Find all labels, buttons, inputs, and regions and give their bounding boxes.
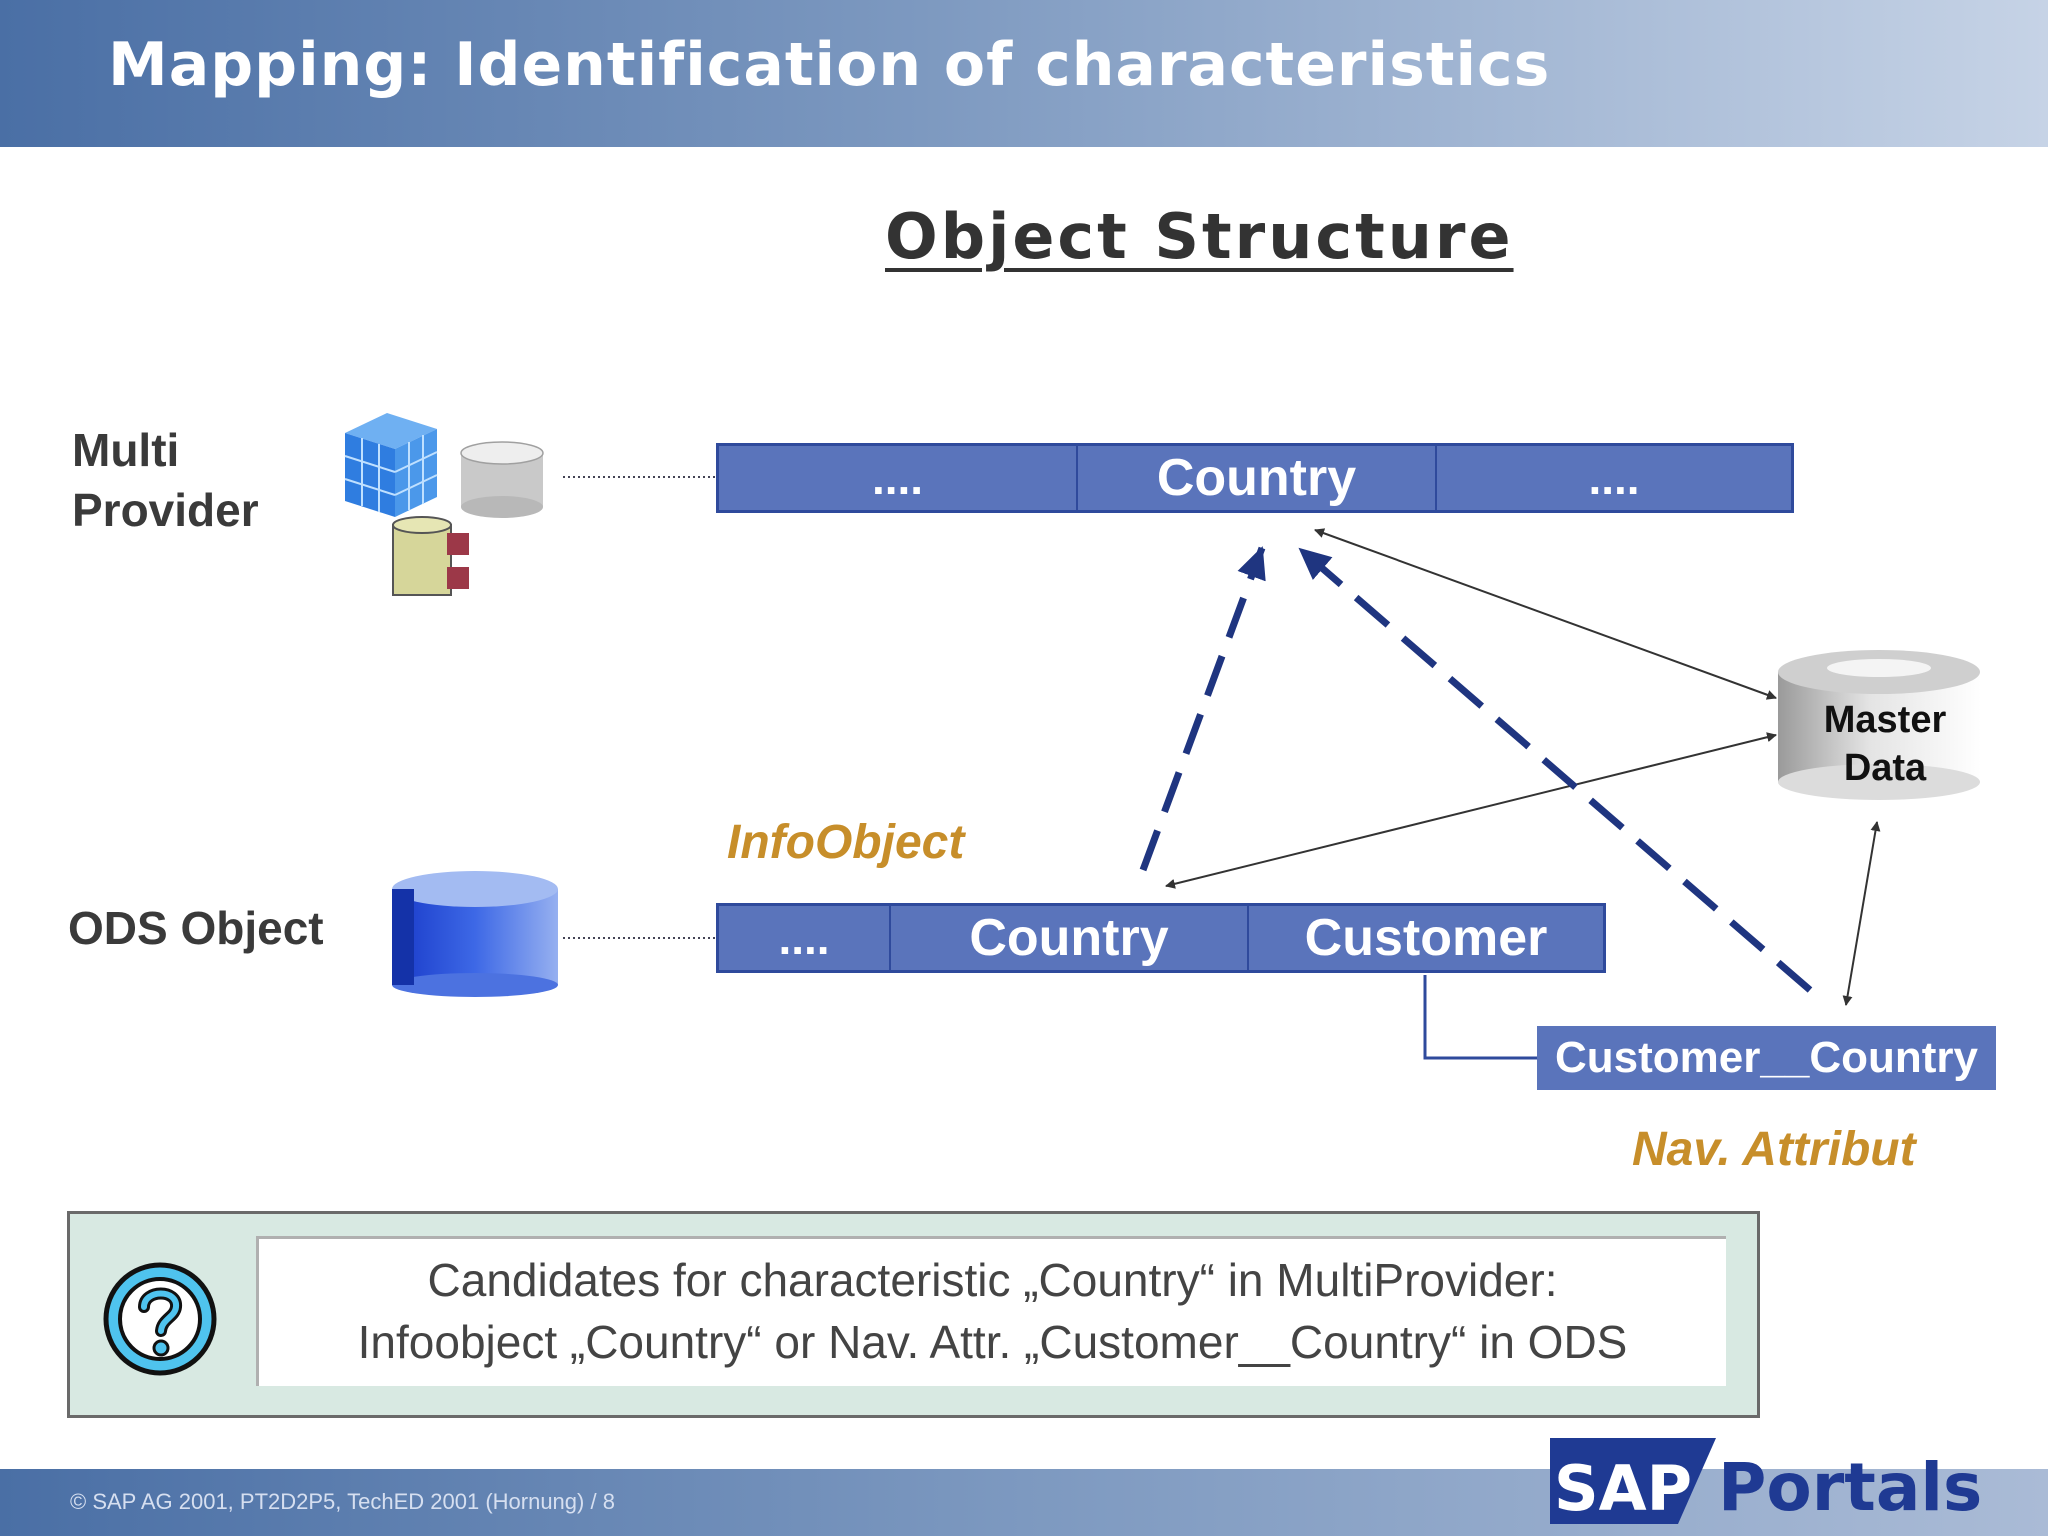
ods-country-master-data-link — [1165, 732, 1777, 889]
small-database-icon — [460, 441, 544, 518]
customer-nav-attr-connector — [1423, 975, 1537, 1060]
sap-portals-logo: SAP Portals — [1550, 1438, 1982, 1526]
logo-brand: SAP — [1554, 1452, 1692, 1525]
multiprovider-label-line1: Multi — [72, 424, 180, 476]
candidates-callout: Candidates for characteristic „Country“ … — [67, 1211, 1760, 1418]
candidates-text: Candidates for characteristic „Country“ … — [256, 1236, 1726, 1386]
multiprovider-label: Multi Provider — [72, 420, 259, 540]
infoobject-candidate-arrow — [1139, 546, 1266, 872]
ods-database-icon — [392, 871, 558, 997]
master-data-label: Master Data — [1790, 696, 1980, 792]
connector-lines — [563, 476, 715, 939]
nav-attribute-box: Customer__Country — [1537, 1026, 1996, 1090]
title-bar: Mapping: Identification of characteristi… — [0, 0, 2048, 147]
logo-product: Portals — [1718, 1449, 1982, 1526]
infoobject-label: InfoObject — [727, 816, 965, 869]
master-data-label-line1: Master — [1823, 699, 1947, 741]
multiprovider-cell-country: Country — [1078, 446, 1437, 510]
ods-object-label: ODS Object — [68, 902, 324, 954]
master-data-label-line2: Data — [1843, 747, 1927, 789]
multiprovider-icon — [344, 413, 544, 596]
ods-cell-placeholder: .... — [719, 906, 891, 970]
ods-table-icon — [392, 516, 469, 596]
infocube-icon — [344, 413, 438, 517]
nav-attribute-candidate-arrow — [1297, 546, 1813, 993]
question-mark-icon — [103, 1262, 217, 1376]
ods-structure-bar: .... Country Customer — [716, 903, 1606, 973]
nav-attr-master-data-link — [1842, 821, 1881, 1006]
multiprovider-structure-bar: .... Country .... — [716, 443, 1794, 513]
multiprovider-cell-placeholder-left: .... — [719, 446, 1078, 510]
ods-cell-customer: Customer — [1304, 909, 1548, 967]
candidates-line1: Candidates for characteristic „Country“ … — [427, 1254, 1558, 1306]
candidates-line2: Infoobject „Country“ or Nav. Attr. „Cust… — [357, 1316, 1628, 1368]
country-master-data-link — [1314, 528, 1777, 700]
multiprovider-cell-placeholder-right: .... — [1588, 452, 1640, 504]
nav-attribute-label: Nav. Attribut — [1632, 1123, 1916, 1176]
page-title: Mapping: Identification of characteristi… — [108, 30, 1551, 100]
footer-bar: © SAP AG 2001, PT2D2P5, TechED 2001 (Hor… — [0, 1469, 2048, 1536]
multiprovider-label-line2: Provider — [72, 484, 259, 536]
master-data-database-icon — [1778, 650, 1981, 800]
ods-cell-country: Country — [891, 906, 1249, 970]
section-title: Object Structure — [885, 200, 1514, 273]
footer-copyright: © SAP AG 2001, PT2D2P5, TechED 2001 (Hor… — [70, 1489, 615, 1514]
